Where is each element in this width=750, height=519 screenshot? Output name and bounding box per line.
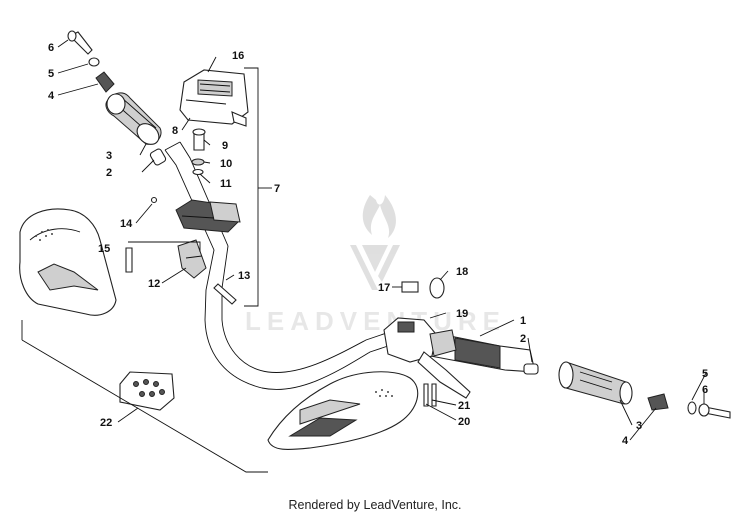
switch-housing bbox=[179, 69, 249, 127]
callout-16: 16 bbox=[232, 50, 244, 62]
bracket-7 bbox=[244, 67, 259, 307]
leader-lines bbox=[57, 39, 707, 441]
callout-2-right: 2 bbox=[520, 333, 526, 345]
hardware-kit bbox=[119, 371, 175, 411]
right-end-plug bbox=[523, 363, 539, 375]
left-clamp-assembly bbox=[125, 196, 241, 305]
callout-4-right: 4 bbox=[622, 435, 629, 447]
right-hand-guard bbox=[267, 371, 419, 451]
left-end-plug bbox=[149, 148, 167, 166]
callout-17: 17 bbox=[378, 282, 390, 294]
callout-19: 19 bbox=[456, 308, 468, 320]
callout-22: 22 bbox=[100, 417, 112, 429]
callout-8: 8 bbox=[172, 125, 178, 137]
cap-washer bbox=[429, 277, 445, 299]
callout-labels: 6 5 4 16 8 9 10 11 7 3 2 14 15 12 13 18 … bbox=[48, 42, 708, 447]
callout-5-left: 5 bbox=[48, 68, 54, 80]
callout-10: 10 bbox=[220, 158, 232, 170]
callout-9: 9 bbox=[222, 140, 228, 152]
callout-6-left: 6 bbox=[48, 42, 54, 54]
leadventure-watermark bbox=[350, 195, 400, 290]
right-control-assembly bbox=[383, 277, 471, 407]
callout-5-right: 5 bbox=[702, 368, 708, 380]
callout-12: 12 bbox=[148, 278, 160, 290]
right-bar-end bbox=[647, 393, 731, 419]
mount-bolt bbox=[191, 128, 206, 176]
callout-14: 14 bbox=[120, 218, 133, 230]
callout-7: 7 bbox=[274, 183, 280, 195]
callout-11: 11 bbox=[220, 178, 232, 190]
bracket-22 bbox=[21, 339, 268, 473]
switch-label bbox=[401, 281, 419, 293]
callout-3-right: 3 bbox=[636, 420, 642, 432]
callout-4-left: 4 bbox=[48, 90, 55, 102]
callout-21: 21 bbox=[458, 400, 470, 412]
callout-13: 13 bbox=[238, 270, 250, 282]
left-grip bbox=[105, 92, 162, 145]
callout-3-left: 3 bbox=[106, 150, 112, 162]
left-hand-guard bbox=[19, 208, 117, 316]
callout-20: 20 bbox=[458, 416, 470, 428]
watermark-text: LEADVENTURE bbox=[245, 306, 506, 336]
credit-line: Rendered by LeadVenture, Inc. bbox=[288, 498, 462, 512]
bracket-15 bbox=[128, 241, 201, 252]
callout-1: 1 bbox=[520, 315, 526, 327]
callout-15: 15 bbox=[98, 243, 110, 255]
callout-6-right: 6 bbox=[702, 384, 708, 396]
right-grip bbox=[558, 361, 633, 405]
left-bar-end bbox=[67, 30, 115, 93]
callout-2-left: 2 bbox=[106, 167, 112, 179]
callout-18: 18 bbox=[456, 266, 468, 278]
